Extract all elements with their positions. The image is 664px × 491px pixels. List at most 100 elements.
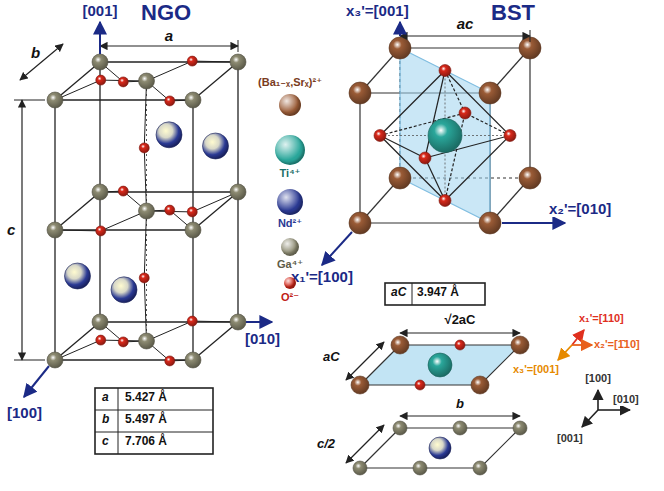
cell-edge	[529, 48, 530, 178]
dimension-line	[346, 342, 384, 380]
structure-label: x₂'=[010]	[548, 200, 612, 217]
octahedron-edge	[425, 158, 445, 201]
legend-label: (Ba₁₋ₓ,Srₓ)²⁺	[257, 76, 323, 89]
table-border	[95, 388, 213, 454]
dimension-line	[400, 332, 520, 333]
interface-planes	[346, 333, 529, 475]
oxygen-atom	[455, 340, 465, 350]
atom	[185, 92, 201, 108]
atom	[118, 186, 128, 196]
structure-label: c/2	[316, 437, 336, 452]
a-site-atom	[349, 82, 371, 104]
legend-label: Ti⁴⁺	[279, 167, 302, 180]
atom	[47, 352, 63, 368]
structure-label: a	[164, 27, 174, 44]
axis-arrow	[99, 22, 101, 54]
gallium-atom	[453, 421, 467, 435]
legend-label: O²⁻	[280, 291, 300, 304]
atom	[230, 314, 246, 330]
a-site-atom	[351, 376, 369, 394]
cell-edge	[193, 322, 238, 360]
cell-edge	[193, 62, 238, 100]
bond	[144, 211, 146, 278]
a-site-atom	[519, 167, 541, 189]
oxygen-atom	[504, 130, 516, 142]
atom	[187, 207, 197, 217]
structure-label: ac	[456, 15, 475, 32]
dimension-line	[100, 45, 238, 46]
axis-arrow	[572, 344, 592, 346]
axis-arrow	[582, 410, 598, 427]
table-rule	[412, 283, 413, 305]
structure-label: aC	[390, 286, 407, 300]
structure-label: [001]	[81, 2, 118, 19]
structure-label: [010]	[244, 330, 281, 347]
atom	[47, 222, 63, 238]
structure-label: x₃'=[001]	[345, 2, 410, 19]
a-site-atom	[479, 82, 501, 104]
structure-label: b	[455, 397, 465, 412]
atom	[165, 205, 175, 215]
structure-label: [100]	[584, 372, 612, 385]
a-site-atom	[479, 212, 501, 234]
axis-arrow	[399, 22, 401, 36]
atom	[187, 56, 197, 66]
gallium-atom	[413, 461, 427, 475]
cell-edge	[193, 192, 238, 230]
atom	[92, 314, 108, 330]
dimension-tick	[238, 40, 239, 52]
atom	[118, 77, 128, 87]
structure-label: x₁'=[110]	[578, 312, 625, 325]
cell-edge	[55, 192, 100, 230]
oxygen-atom	[439, 65, 451, 77]
oxygen-atom	[374, 130, 386, 142]
octahedron-edge	[465, 113, 510, 136]
octahedron-edge	[380, 136, 425, 159]
structure-label: x₃'=[001]	[512, 363, 560, 376]
legend-label: Nd²⁺	[277, 217, 303, 230]
axis-arrow	[502, 222, 565, 224]
atom	[47, 92, 63, 108]
atom	[139, 143, 149, 153]
gallium-atom	[473, 461, 487, 475]
axis-arrow	[24, 366, 49, 397]
cell-edge	[360, 222, 490, 223]
b-site-atom	[428, 119, 462, 153]
atom	[185, 352, 201, 368]
structure-label: 3.947 Å	[416, 286, 460, 300]
bst-plane	[360, 345, 520, 385]
structure-label: [100]	[6, 404, 43, 421]
dimension-tick	[530, 30, 531, 42]
dimension-line	[21, 100, 22, 360]
structure-label: √2aC	[444, 313, 477, 328]
neodymium-atom	[429, 437, 451, 459]
oxygen-atom	[415, 380, 425, 390]
bond	[144, 81, 146, 148]
legend-swatch	[277, 189, 303, 215]
atom	[96, 226, 106, 236]
oxygen-atom	[419, 152, 431, 164]
axis-arrow	[598, 409, 630, 411]
bond	[144, 148, 146, 211]
atom	[111, 277, 137, 303]
cell-edge	[400, 47, 530, 48]
bond	[144, 278, 146, 341]
atom	[230, 184, 246, 200]
cell-edge	[100, 61, 238, 62]
legend-swatch	[279, 94, 301, 116]
atom	[230, 54, 246, 70]
lattice-table	[95, 388, 213, 454]
legend-swatch	[281, 238, 299, 256]
dimension-line	[346, 425, 384, 463]
octahedron-edge	[445, 71, 465, 114]
structure-label: a	[101, 391, 110, 405]
table-rule	[95, 432, 213, 433]
dimension-line	[20, 44, 63, 80]
atom	[165, 356, 175, 366]
ngo-cell	[14, 22, 272, 454]
panel-heading: NGO	[140, 0, 192, 25]
atom	[65, 263, 91, 289]
cell-edge	[359, 93, 360, 223]
